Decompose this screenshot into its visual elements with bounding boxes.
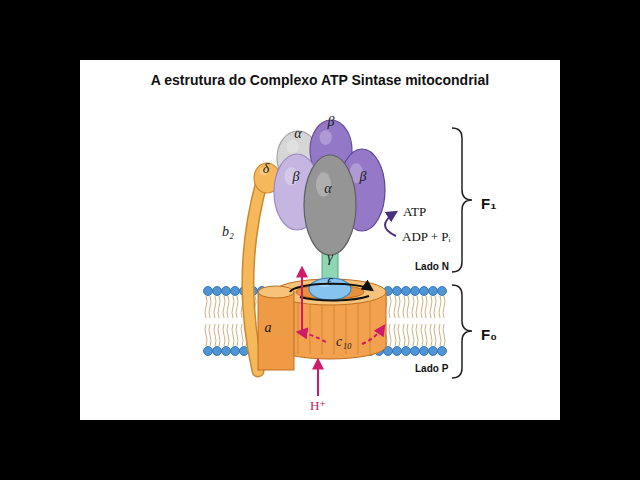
a-subunit: a: [257, 284, 295, 372]
proton-arrow: [301, 268, 303, 330]
lipid-tail: [227, 324, 229, 346]
subunit-label: α: [294, 126, 301, 141]
lipid-tail: [394, 324, 396, 346]
lipid-head: [411, 287, 420, 296]
side-label: Lado N: [415, 261, 449, 272]
epsilon-subunit: ϵ: [308, 277, 352, 301]
subunit-label: δ: [263, 161, 270, 176]
lipid-head: [204, 347, 213, 356]
slide-panel: [80, 60, 560, 420]
subunit-label: α: [324, 181, 331, 196]
lipid-head: [420, 287, 429, 296]
lipid-tail: [389, 296, 391, 318]
lipid-tail: [421, 296, 423, 318]
lipid-tail: [227, 296, 229, 318]
subunit-label: c₁₀: [336, 334, 352, 349]
lipid-tail: [434, 296, 436, 318]
lipid-tail: [241, 324, 243, 346]
title: A estrutura do Complexo ATP Sintase mito…: [80, 72, 560, 88]
lipid-head: [438, 347, 447, 356]
lipid-head: [222, 347, 231, 356]
lipid-head: [402, 347, 411, 356]
lipid-head: [213, 347, 222, 356]
proton-path: [362, 326, 384, 344]
lipid-tail: [439, 296, 441, 318]
lipid-tail: [434, 324, 436, 346]
lipid-tail: [218, 296, 220, 318]
lipid-tail: [412, 296, 414, 318]
side-label: Lado P: [415, 363, 448, 374]
domain-label: F₁: [481, 196, 496, 213]
lipid-tail: [403, 296, 405, 318]
lipid-tail: [412, 324, 414, 346]
proton-arrow: [317, 360, 319, 396]
lipid-tail: [205, 324, 207, 346]
subunit-label: β: [293, 169, 300, 184]
subunit-label: β: [360, 169, 367, 184]
lipid-tail: [223, 324, 225, 346]
lipid-tail: [218, 324, 220, 346]
lipid-tail: [416, 324, 418, 346]
lipid-head: [213, 287, 222, 296]
lipid-tail: [430, 296, 432, 318]
lipid-tail: [209, 324, 211, 346]
subunit-label: a: [265, 320, 272, 335]
lipid-tail: [214, 296, 216, 318]
subunit-label: b₂: [222, 224, 234, 239]
lipid-head: [231, 347, 240, 356]
alpha-subunit: α: [303, 154, 357, 256]
lipid-head: [438, 287, 447, 296]
lipid-head: [393, 287, 402, 296]
lipid-tail: [389, 324, 391, 346]
lipid-tail: [398, 324, 400, 346]
lipid-head: [429, 347, 438, 356]
product-label: ATP: [403, 205, 426, 219]
domain-label: F₀: [481, 327, 497, 344]
bracket: [452, 128, 472, 272]
lipid-tail: [407, 296, 409, 318]
lipid-tail: [398, 296, 400, 318]
lipid-tail: [394, 296, 396, 318]
lipid-tail: [407, 324, 409, 346]
lipid-tail: [209, 296, 211, 318]
lipid-tail: [425, 324, 427, 346]
lipid-tail: [236, 296, 238, 318]
lipid-head: [222, 287, 231, 296]
subunit-label: ϵ: [327, 273, 333, 288]
subunit-label: β: [328, 114, 335, 129]
subunit-label: γ: [327, 250, 333, 265]
rotation-arrow: [300, 296, 369, 300]
lipid-tail: [205, 296, 207, 318]
lipid-tail: [214, 324, 216, 346]
lipid-tail: [439, 324, 441, 346]
lipid-head: [411, 347, 420, 356]
lipid-head: [429, 287, 438, 296]
lipid-tail: [232, 296, 234, 318]
a-subunit-shape: [257, 284, 295, 372]
lipid-tail: [236, 324, 238, 346]
lipid-head: [204, 287, 213, 296]
lipid-tail: [223, 296, 225, 318]
proton-path: [298, 332, 326, 342]
lipid-head: [231, 287, 240, 296]
alpha-subunit-shape: [303, 154, 357, 256]
bracket: [452, 285, 472, 378]
lipid-tail: [443, 324, 445, 346]
lipid-tail: [232, 324, 234, 346]
reaction-arrow: [385, 212, 396, 236]
lipid-tail: [421, 324, 423, 346]
lipid-head: [402, 287, 411, 296]
lipid-head: [420, 347, 429, 356]
lipid-head: [393, 347, 402, 356]
lipid-tail: [430, 324, 432, 346]
lipid-tail: [403, 324, 405, 346]
lipid-tail: [416, 296, 418, 318]
lipid-tail: [443, 296, 445, 318]
proton-label: H⁺: [310, 399, 326, 413]
lipid-tail: [425, 296, 427, 318]
substrate-label: ADP + Pᵢ: [402, 230, 451, 244]
